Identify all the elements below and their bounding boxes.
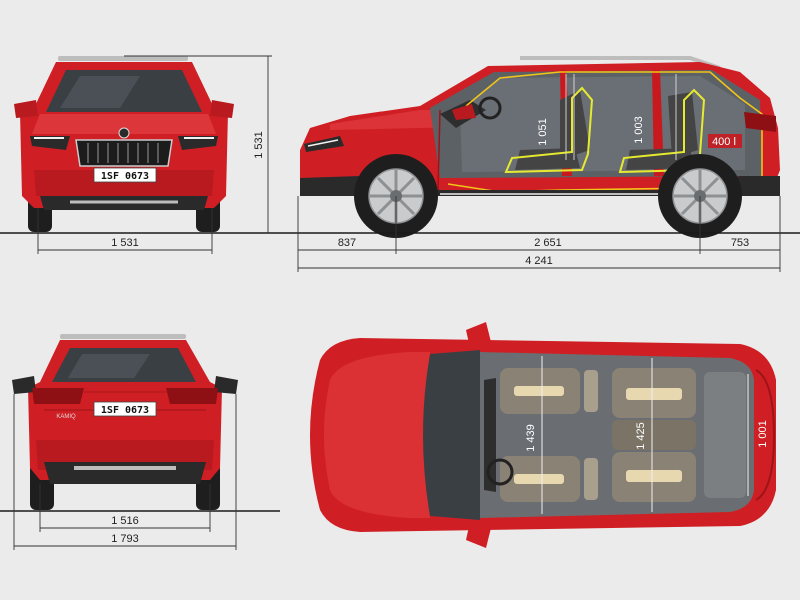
rear-plate-text: 1SF 0673 (101, 405, 149, 416)
front-right-headlight (178, 136, 218, 150)
rear-dimensions: 1 516 1 793 (0, 394, 280, 550)
front-dimensions: 1 531 1 531 (0, 55, 280, 254)
overall-width-label: 1 793 (111, 533, 139, 545)
front-shoulder-width-label: 1 439 (525, 424, 537, 452)
boot-volume-label: 400 l (712, 136, 736, 148)
front-right-mirror (210, 100, 234, 118)
rear-overhang-label: 753 (731, 237, 749, 249)
front-left-headlight (30, 136, 70, 150)
front-plate-text: 1SF 0673 (101, 171, 149, 182)
front-overhang-label: 837 (338, 237, 356, 249)
wheelbase-label: 2 651 (534, 237, 562, 249)
front-seat-outline (504, 86, 594, 174)
rear-model-badge: KAMIQ (56, 414, 76, 420)
rear-view: KAMIQ 1SF 0673 (12, 334, 238, 510)
rear-shoulder-width-label: 1 425 (635, 422, 647, 450)
top-view: 1 439 1 425 1 001 (310, 322, 776, 548)
top-windshield (423, 350, 480, 520)
front-left-mirror (14, 100, 38, 118)
side-view: 1 051 1 003 400 l (300, 56, 780, 238)
rear-track-width-label: 1 516 (111, 515, 139, 527)
front-height-label: 1 531 (253, 131, 265, 159)
rear-license-plate (93, 401, 157, 417)
front-track-width-label: 1 531 (111, 237, 139, 249)
front-view: 1SF 0673 (14, 56, 234, 232)
rear-seats (514, 368, 696, 502)
front-headroom-label: 1 051 (537, 118, 549, 146)
side-dimensions: 837 2 651 753 4 241 (280, 196, 800, 272)
front-license-plate (93, 167, 157, 183)
rear-headroom-label: 1 003 (633, 116, 645, 144)
skoda-winged-arrow-icon (118, 127, 130, 139)
front-roof-rail (58, 56, 188, 61)
boot-width-label: 1 001 (757, 420, 769, 448)
length-label: 4 241 (525, 255, 553, 267)
